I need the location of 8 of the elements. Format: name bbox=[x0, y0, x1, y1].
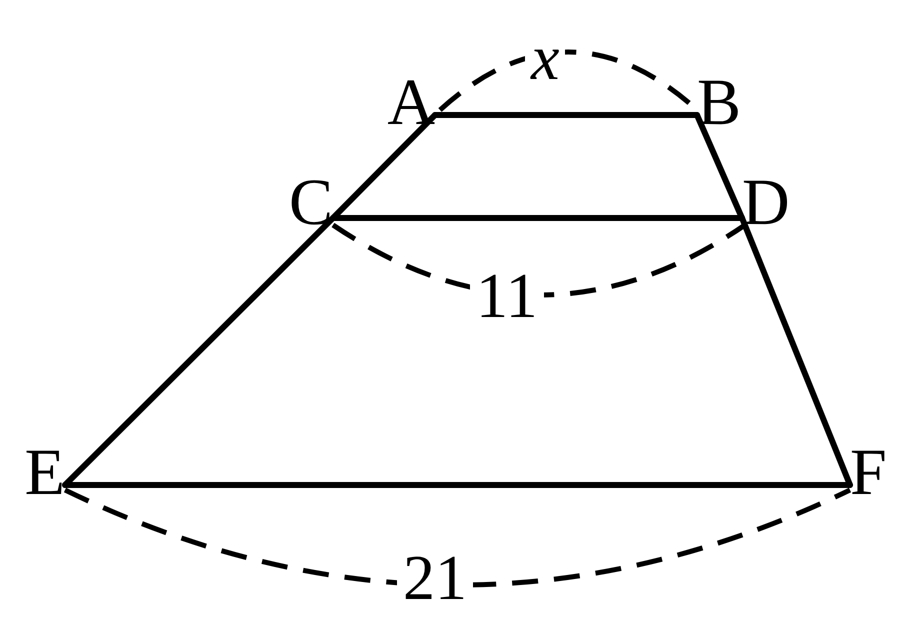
vertex-label: E bbox=[0, 440, 65, 505]
vertex-label: F bbox=[850, 440, 913, 505]
vertex-label: B bbox=[697, 70, 777, 135]
vertex-label: A bbox=[350, 70, 435, 135]
line-segment bbox=[62, 215, 336, 488]
vertex-label: D bbox=[742, 170, 822, 235]
line-segment bbox=[739, 215, 853, 488]
vertex-label: C bbox=[248, 170, 333, 235]
